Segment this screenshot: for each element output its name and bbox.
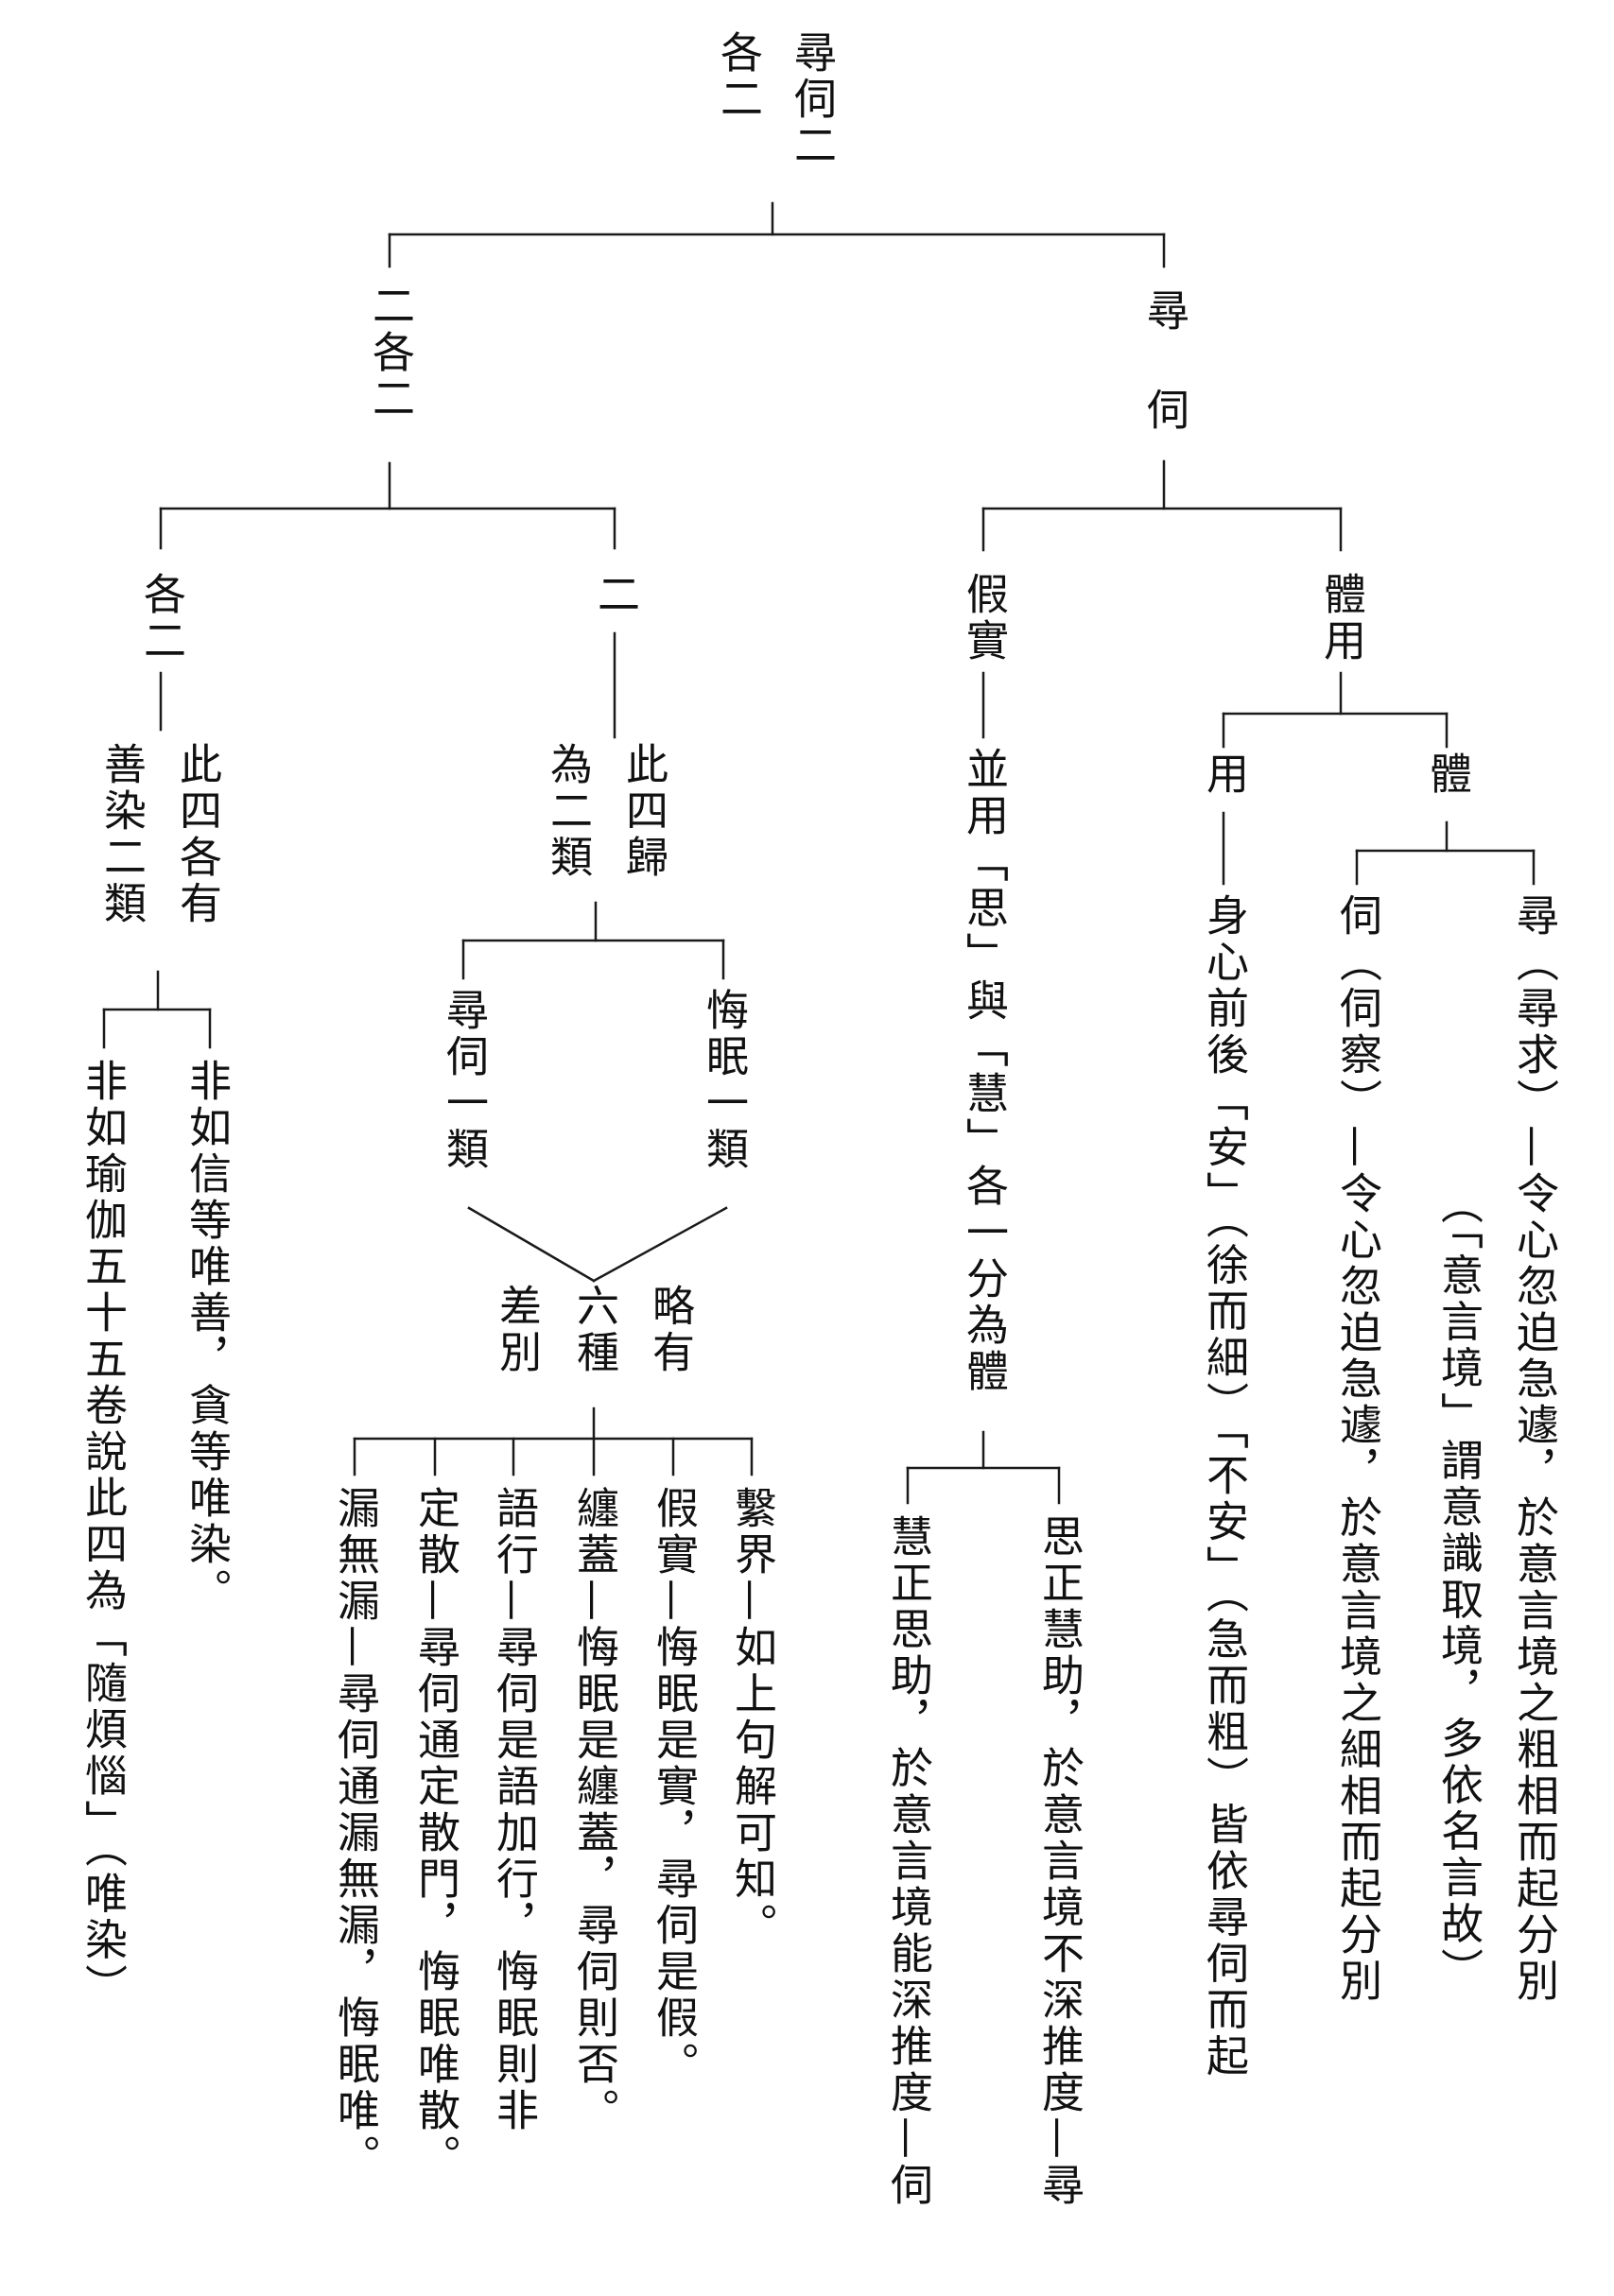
gexou-text-1: 此四各有 xyxy=(172,742,222,927)
root-label-line1: 尋伺二 xyxy=(787,30,837,169)
liuzhong-leaf-1: 繫界—如上句解可知。 xyxy=(727,1486,777,1949)
gexou-text-2: 善染二類 xyxy=(96,742,147,927)
liuzhong-leaf-2: 假實—悔眠是實，尋伺是假。 xyxy=(649,1486,699,2088)
liuzhong-leaf-3: 纏蓋—悔眠是纏蓋，尋伺則否。 xyxy=(569,1486,619,2134)
gexou-leaf-b: 非如瑜伽五十五卷說此四為「隨煩惱」（唯染） xyxy=(78,1059,128,2011)
use-text: 身心前後「安」（徐而細）「不安」（急而粗）皆依尋伺而起 xyxy=(1199,893,1249,2080)
branch-label-left: 二各二 xyxy=(365,284,415,423)
jiashi-leaf-si: 思正慧助，於意言境不深推度—尋 xyxy=(1034,1514,1085,2209)
jiashi-label: 假實 xyxy=(959,572,1009,665)
body-xun-note: （「意言境」謂意識取境，多依名言故） xyxy=(1433,1182,1484,1994)
gexou-leaf-a: 非如信等唯善，貪等唯染。 xyxy=(182,1059,232,1614)
tiyong-label: 體用 xyxy=(1316,572,1366,665)
gui-text-1: 此四歸 xyxy=(618,742,668,881)
connector xyxy=(467,1206,596,1283)
connector xyxy=(592,1206,728,1283)
branch-label-right-2: 伺 xyxy=(1139,388,1189,434)
sub-label-gexou: 各二 xyxy=(136,572,186,665)
use-label: 用 xyxy=(1199,751,1249,798)
root-label-line2: 各二 xyxy=(713,30,763,123)
liuzhong-leaf-4: 語行—尋伺是語加行，悔眠則非 xyxy=(489,1486,539,2134)
liuzhong-leaf-6: 漏無漏—尋伺通漏無漏，悔眠唯。 xyxy=(330,1486,380,2181)
body-si-text: 伺（伺察）—令心忽迫急遽，於意言境之細相而起分別 xyxy=(1332,893,1382,2005)
gui-text-2: 為二類 xyxy=(543,742,593,881)
sub-label-er: 二 xyxy=(590,572,640,618)
liuzhong-2: 六種 xyxy=(569,1284,619,1376)
branch-label-right-1: 尋 xyxy=(1139,288,1189,335)
liuzhong-1: 略有 xyxy=(645,1284,695,1376)
gui-huimian: 悔眠一類 xyxy=(699,988,749,1173)
jiashi-text: 並用「思」與「慧」各一分為體 xyxy=(959,747,1009,1395)
body-label: 體 xyxy=(1422,751,1472,798)
jiashi-leaf-hui: 慧正思助，於意言境能深推度—伺 xyxy=(883,1514,933,2209)
liuzhong-leaf-5: 定散—尋伺通定散門，悔眠唯散。 xyxy=(410,1486,460,2181)
gui-xunsi: 尋伺一類 xyxy=(439,988,489,1173)
liuzhong-3: 差別 xyxy=(492,1284,542,1376)
body-xun-text: 尋（尋求）—令心忽迫急遽，於意言境之粗相而起分別 xyxy=(1509,893,1559,2005)
